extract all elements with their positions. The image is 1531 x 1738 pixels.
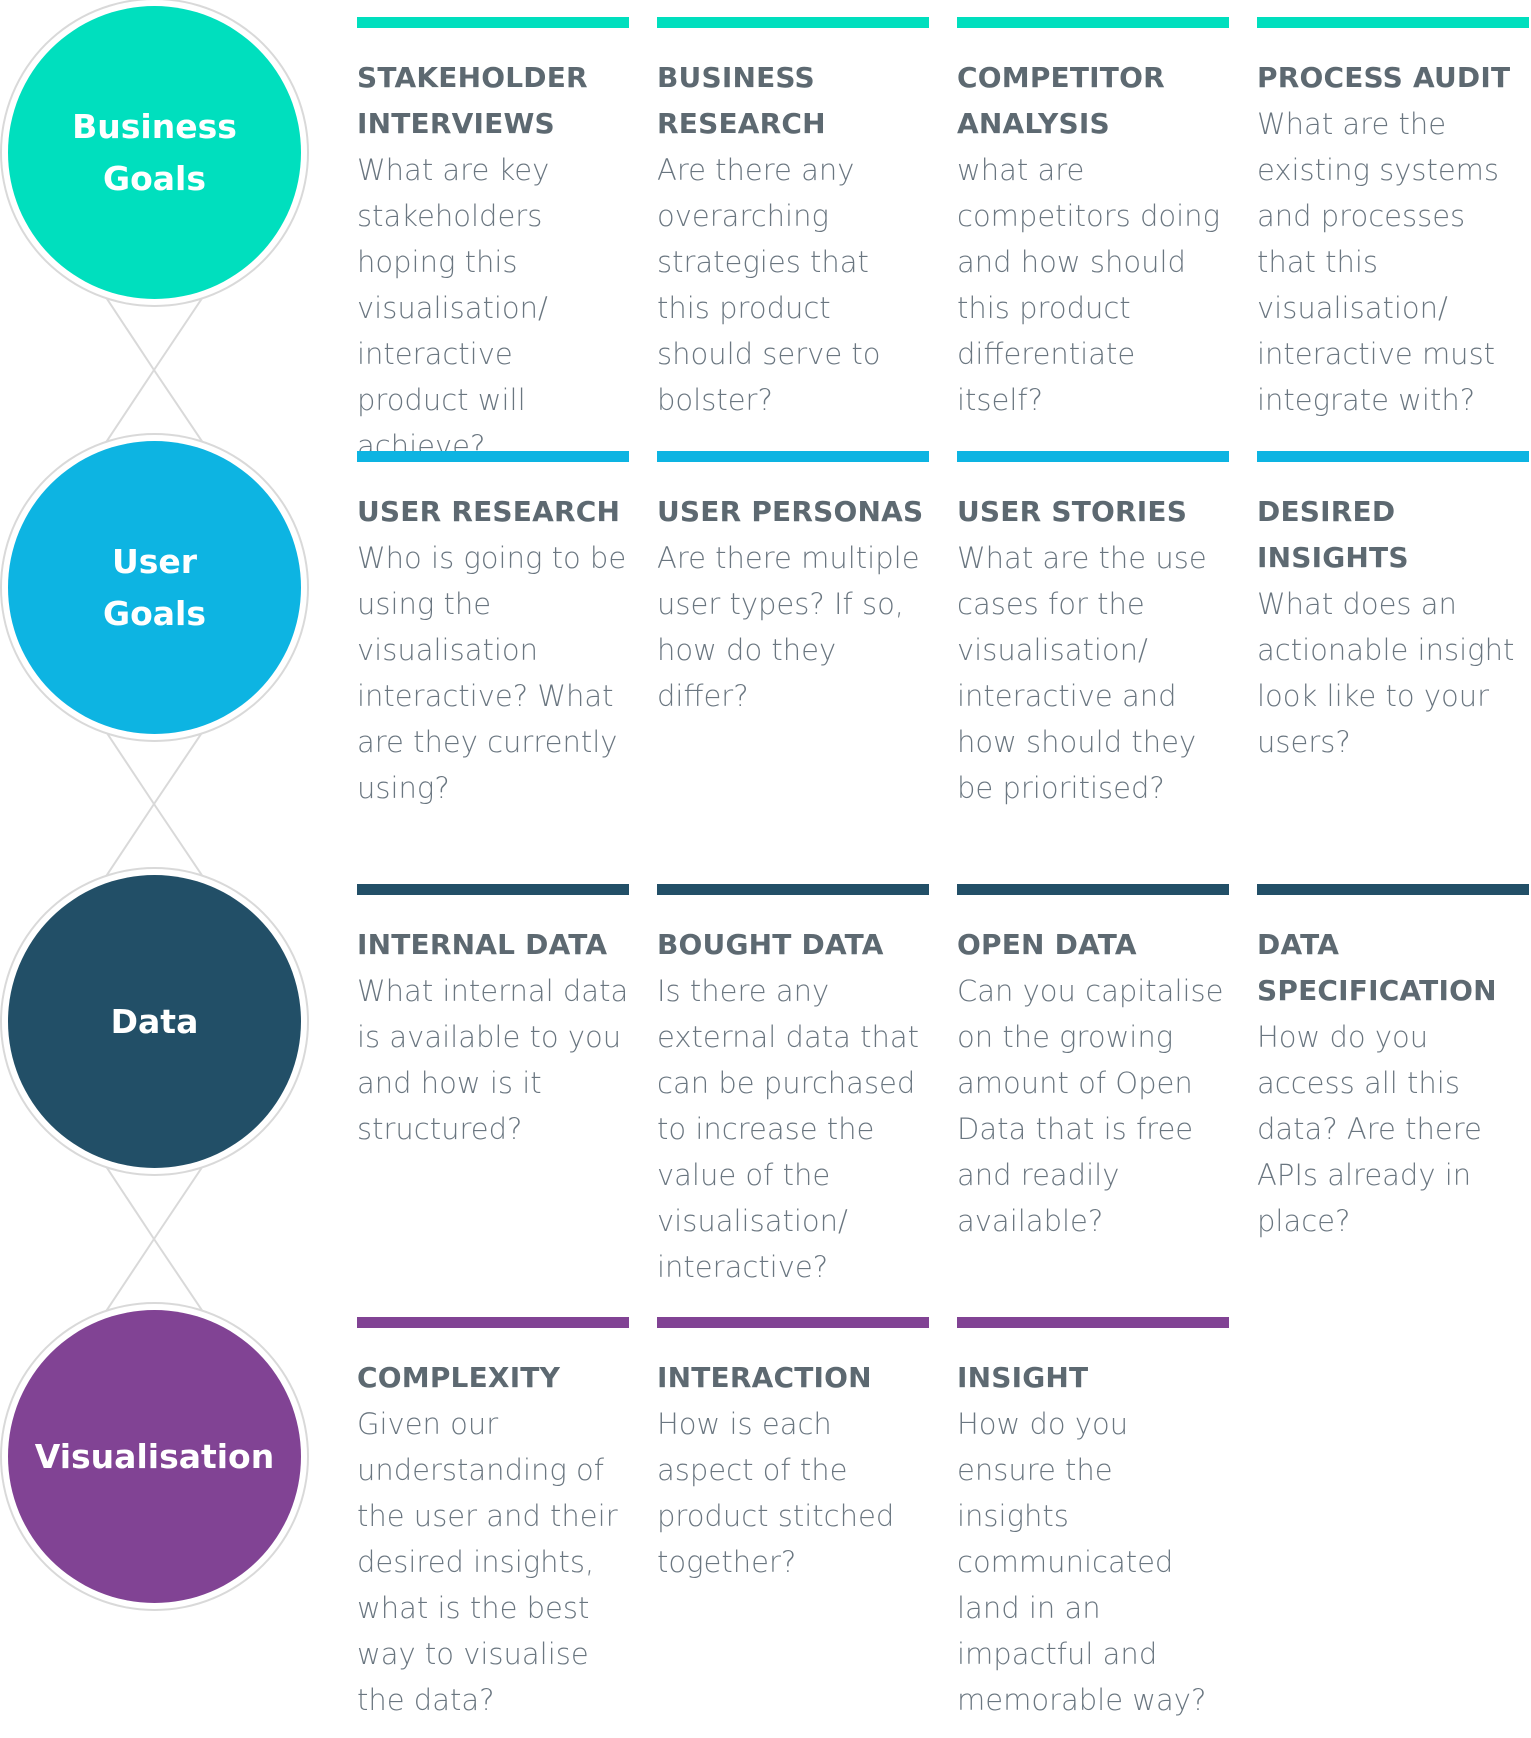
- card-title: BOUGHT DATA: [657, 928, 884, 961]
- card-body: Are there multiple user types? If so, ho…: [657, 541, 920, 713]
- card-accent-bar: [1257, 451, 1529, 462]
- card-accent-bar: [357, 451, 629, 462]
- card-accent-bar: [657, 451, 929, 462]
- card-title: DESIRED INSIGHTS: [1257, 495, 1409, 574]
- card-body: What internal data is available to you a…: [357, 974, 629, 1146]
- card-competitor-analysis: COMPETITOR ANALYSIS what are competitors…: [957, 17, 1229, 423]
- card-body: What does an actionable insight look lik…: [1257, 587, 1515, 759]
- card-body: How do you access all this data? Are the…: [1257, 1020, 1482, 1238]
- card-accent-bar: [357, 17, 629, 28]
- card-process-audit: PROCESS AUDIT What are the existing syst…: [1257, 17, 1529, 423]
- card-title: INSIGHT: [957, 1361, 1089, 1394]
- card-accent-bar: [657, 17, 929, 28]
- card-title: INTERNAL DATA: [357, 928, 608, 961]
- card-body: Who is going to be using the visualisati…: [357, 541, 627, 805]
- card-accent-bar: [657, 884, 929, 895]
- card-body: What are the use cases for the visualisa…: [957, 541, 1207, 805]
- card-title: DATA SPECIFICATION: [1257, 928, 1497, 1007]
- card-title: PROCESS AUDIT: [1257, 61, 1511, 94]
- card-accent-bar: [1257, 17, 1529, 28]
- card-business-research: BUSINESS RESEARCH Are there any overarch…: [657, 17, 929, 423]
- card-body: Can you capitalise on the growing amount…: [957, 974, 1224, 1238]
- card-title: STAKEHOLDER INTERVIEWS: [357, 61, 588, 140]
- card-body: What are the existing systems and proces…: [1257, 107, 1500, 417]
- card-title: COMPETITOR ANALYSIS: [957, 61, 1165, 140]
- card-internal-data: INTERNAL DATA What internal data is avai…: [357, 884, 629, 1152]
- data-circle: Data: [8, 875, 301, 1168]
- card-accent-bar: [357, 884, 629, 895]
- card-stakeholder-interviews: STAKEHOLDER INTERVIEWS What are key stak…: [357, 17, 629, 469]
- card-body: Are there any overarching strategies tha…: [657, 153, 881, 417]
- card-accent-bar: [957, 1317, 1229, 1328]
- card-interaction: INTERACTION How is each aspect of the pr…: [657, 1317, 929, 1585]
- card-accent-bar: [957, 17, 1229, 28]
- card-body: Is there any external data that can be p…: [657, 974, 919, 1284]
- card-accent-bar: [957, 884, 1229, 895]
- card-body: How do you ensure the insights communica…: [957, 1407, 1207, 1717]
- card-title: BUSINESS RESEARCH: [657, 61, 826, 140]
- card-title: COMPLEXITY: [357, 1361, 561, 1394]
- card-accent-bar: [357, 1317, 629, 1328]
- card-user-research: USER RESEARCH Who is going to be using t…: [357, 451, 629, 811]
- card-user-stories: USER STORIES What are the use cases for …: [957, 451, 1229, 811]
- card-body: what are competitors doing and how shoul…: [957, 153, 1220, 417]
- card-accent-bar: [1257, 884, 1529, 895]
- card-user-personas: USER PERSONAS Are there multiple user ty…: [657, 451, 929, 719]
- card-title: USER PERSONAS: [657, 495, 924, 528]
- card-bought-data: BOUGHT DATA Is there any external data t…: [657, 884, 929, 1290]
- card-body: What are key stakeholders hoping this vi…: [357, 153, 550, 463]
- card-insight: INSIGHT How do you ensure the insights c…: [957, 1317, 1229, 1723]
- card-accent-bar: [957, 451, 1229, 462]
- card-desired-insights: DESIRED INSIGHTS What does an actionable…: [1257, 451, 1529, 765]
- card-body: How is each aspect of the product stitch…: [657, 1407, 895, 1579]
- card-data-specification: DATA SPECIFICATION How do you access all…: [1257, 884, 1529, 1244]
- card-open-data: OPEN DATA Can you capitalise on the grow…: [957, 884, 1229, 1244]
- card-title: USER RESEARCH: [357, 495, 621, 528]
- card-title: USER STORIES: [957, 495, 1188, 528]
- business-goals-circle: Business Goals: [8, 6, 301, 299]
- card-body: Given our understanding of the user and …: [357, 1407, 618, 1717]
- card-title: INTERACTION: [657, 1361, 872, 1394]
- card-title: OPEN DATA: [957, 928, 1137, 961]
- card-accent-bar: [657, 1317, 929, 1328]
- visualisation-circle: Visualisation: [8, 1310, 301, 1603]
- card-complexity: COMPLEXITY Given our understanding of th…: [357, 1317, 629, 1723]
- user-goals-circle: User Goals: [8, 441, 301, 734]
